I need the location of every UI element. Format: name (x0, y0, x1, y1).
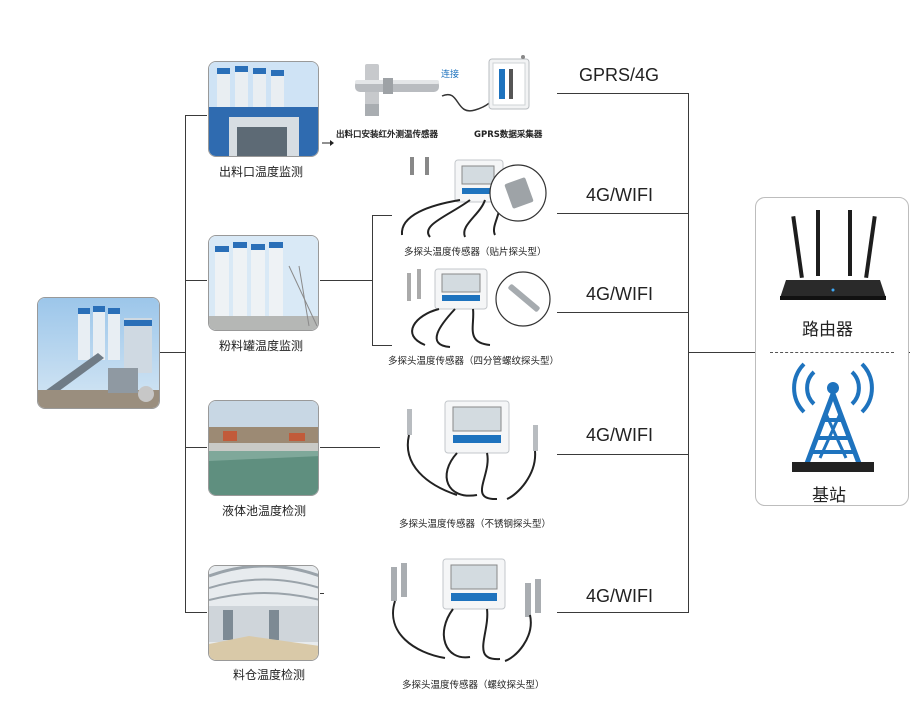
gprs-collector-image (487, 55, 531, 113)
site-photo-material-silo (208, 565, 319, 661)
device-label-thread: 多探头温度传感器（螺纹探头型） (402, 680, 545, 691)
site-photo-powder-tank (208, 235, 319, 331)
device-label-gprs: GPRS数据采集器 (474, 130, 543, 140)
device-label-patch: 多探头温度传感器（贴片探头型） (404, 247, 547, 258)
link-label: GPRS/4G (579, 65, 660, 85)
site-photo-liquid-pool (208, 400, 319, 496)
sensor-image-patch-probe (390, 155, 550, 240)
base-station-label: 基站 (812, 486, 846, 506)
site-label: 液体池温度检测 (222, 504, 307, 518)
link-label: 4G/WIFI (586, 425, 653, 445)
sensor-image-pipe-thread-probe (395, 265, 555, 350)
link-label: 4G/WIFI (586, 185, 653, 205)
panel-divider (770, 352, 894, 353)
device-label-ir: 出料口安装红外测温传感器 (336, 130, 439, 140)
batching-plant-photo (37, 297, 160, 409)
device-label-stainless: 多探头温度传感器（不锈钢探头型） (399, 519, 552, 530)
link-label: 4G/WIFI (586, 586, 653, 606)
router-label: 路由器 (802, 320, 853, 340)
site-label: 出料口温度监测 (219, 165, 304, 179)
infrared-sensor-image (347, 62, 447, 120)
network-panel: 路由器 基站 (755, 197, 909, 506)
connect-label: 连接 (441, 70, 460, 80)
arrow-icon (322, 131, 334, 146)
base-station-icon (786, 358, 880, 476)
link-label: 4G/WIFI (586, 284, 653, 304)
sensor-image-thread-probe (375, 553, 550, 668)
site-label: 粉料罐温度监测 (219, 339, 304, 353)
site-label: 料仓温度检测 (233, 668, 306, 682)
sensor-image-stainless-probe (397, 395, 547, 507)
router-icon (778, 210, 888, 305)
site-photo-discharge-port (208, 61, 319, 157)
device-label-pipe-thread: 多探头温度传感器（四分管螺纹探头型） (388, 356, 560, 367)
